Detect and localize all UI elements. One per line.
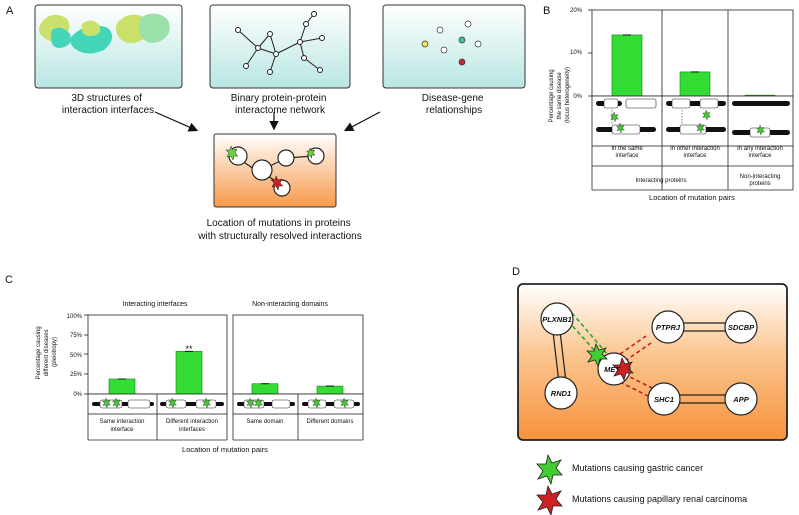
legend-red-label: Mutations causing papillary renal carcin…	[572, 494, 747, 504]
c-tick-0: 0%	[73, 392, 82, 398]
panel-letter-d: D	[512, 266, 520, 278]
legend-red-star-icon	[536, 484, 563, 515]
d-green-star	[586, 342, 608, 368]
c-bar-2	[175, 351, 203, 395]
arrow-left	[154, 111, 199, 132]
d-label-met: MET	[604, 365, 621, 374]
d-node-shc1	[647, 382, 681, 416]
c-tick-50: 50%	[70, 353, 83, 359]
disease-caption: Disease-gene relationships	[422, 93, 487, 116]
result-network	[225, 145, 325, 197]
d-node-app	[724, 382, 758, 416]
c-schematic-icons	[92, 397, 360, 409]
panel-letter-c: C	[5, 274, 13, 286]
arrow-right	[343, 111, 381, 132]
d-node-sdcbp	[724, 310, 758, 344]
c-tick-25: 25%	[70, 372, 83, 378]
d-label-shc1: SHC1	[654, 395, 674, 404]
disease-gene-dots	[421, 20, 482, 66]
d-label-sdcbp: SDCBP	[728, 323, 755, 332]
legend-green-label: Mutations causing gastric cancer	[572, 463, 703, 473]
network-caption-line2: interactome network	[235, 105, 326, 116]
d-node-ptprj	[651, 310, 685, 344]
d-node-rnd1	[544, 376, 578, 410]
b-tick-20: 20%	[570, 8, 583, 14]
disease-box	[382, 4, 526, 89]
network-caption-line1: Binary protein-protein	[231, 93, 327, 104]
c-bar-3	[251, 383, 279, 395]
b-group-interacting: Interacting proteins	[635, 178, 686, 184]
c-cat-3: Same domain	[246, 419, 283, 425]
c-bar-1	[108, 378, 136, 395]
panel-letter-a: A	[6, 5, 14, 17]
protein-structures-image	[39, 13, 170, 54]
disease-caption-line2: relationships	[426, 105, 482, 116]
network-caption: Binary protein-protein interactome netwo…	[231, 93, 329, 116]
b-tick-10: 10%	[570, 50, 583, 56]
d-label-ptprj: PTPRJ	[656, 323, 681, 332]
d-red-star	[612, 356, 634, 382]
panel-a: A 3D structures of interaction interface…	[6, 4, 526, 242]
c-bar-4	[316, 385, 344, 395]
c-significance: **	[185, 344, 193, 354]
b-xlabel: Location of mutation pairs	[649, 193, 735, 202]
network-diagram	[235, 11, 325, 75]
c-right-frame	[232, 314, 364, 395]
c-tick-75: 75%	[70, 333, 83, 339]
c-right-title: Non-interacting domains	[252, 301, 328, 308]
result-caption-line1: Location of mutations in proteins	[207, 218, 351, 229]
d-label-plxnb1: PLXNB1	[542, 315, 572, 324]
b-ylabel: Percentage causing the same disease (loc…	[549, 67, 571, 123]
structure-caption: 3D structures of interaction interfaces	[62, 93, 154, 116]
d-node-plxnb1	[540, 302, 574, 336]
b-bar-1	[611, 34, 643, 97]
b-tick-0: 0%	[573, 94, 582, 100]
network-box	[209, 4, 351, 89]
structure-caption-line1: 3D structures of	[71, 93, 142, 104]
b-bars	[611, 34, 776, 97]
result-caption: Location of mutations in proteins with s…	[197, 218, 361, 242]
result-box	[213, 133, 337, 208]
c-xlabel: Location of mutation pairs	[182, 445, 268, 454]
disease-caption-line1: Disease-gene	[422, 93, 484, 104]
c-tick-100: 100%	[67, 314, 83, 320]
c-ylabel: Percentage causing different diseases (p…	[36, 325, 58, 380]
result-caption-line2: with structurally resolved interactions	[197, 231, 361, 242]
panel-letter-b: B	[543, 5, 550, 17]
panel-b: B Percentage causing the same disease (l…	[543, 5, 794, 202]
d-label-app: APP	[732, 395, 749, 404]
legend-green-star-icon	[536, 453, 563, 486]
structure-caption-line2: interaction interfaces	[62, 105, 154, 116]
d-label-rnd1: RND1	[551, 389, 571, 398]
panel-d: D PLXNB1 RND1 MET PTPRJ SDCBP SHC1 AP	[512, 266, 788, 515]
c-bars	[108, 350, 344, 395]
c-cat-4: Different domains	[307, 419, 354, 425]
b-schematic-icons	[596, 98, 790, 138]
c-left-schematic	[87, 393, 228, 415]
panel-c: C Interacting interfaces Non-interacting…	[5, 274, 364, 454]
b-bar-2	[679, 71, 711, 97]
c-left-title: Interacting interfaces	[123, 301, 188, 308]
